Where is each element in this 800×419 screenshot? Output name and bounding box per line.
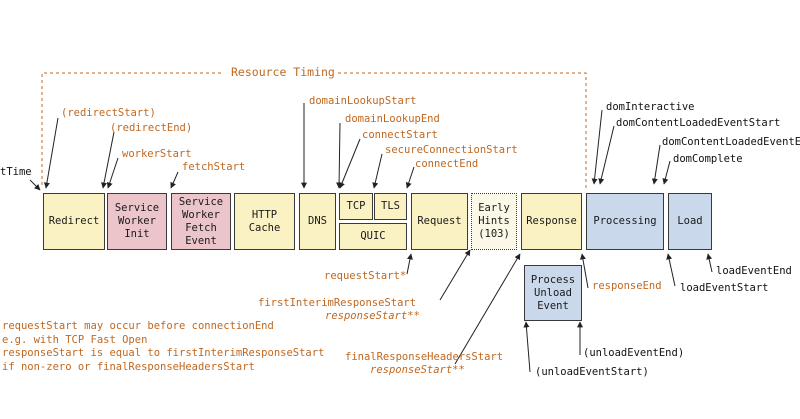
worker-start-arrow [106, 157, 119, 189]
footnote-line: requestStart may occur before connection… [2, 320, 274, 332]
tcp-box: TCP [339, 193, 373, 220]
fetch-start-arrow [170, 171, 179, 189]
load-event-start-arrow [666, 253, 676, 287]
processing-box: Processing [586, 193, 664, 250]
unload-event-start-arrow [523, 321, 531, 373]
redirect-end-label: (redirectEnd) [110, 122, 193, 134]
load-event-start-label: loadEventStart [680, 282, 769, 294]
dom-interactive-label: domInteractive [606, 101, 695, 113]
load-box: Load [668, 193, 712, 250]
dom-complete-arrow [662, 160, 671, 185]
domain-lookup-end-arrow [336, 122, 343, 189]
secure-connection-start-label: secureConnectionStart [385, 144, 518, 156]
response-start-label-b: responseStart** [370, 364, 465, 376]
request-start-label: requestStart* [324, 270, 407, 282]
connect-start-arrow [339, 138, 361, 189]
load-event-end-arrow [706, 253, 713, 273]
footnotes: requestStart may occur before connection… [2, 320, 324, 374]
http-cache-box: HTTP Cache [234, 193, 295, 250]
tls-box: TLS [374, 193, 407, 220]
load-event-end-label: loadEventEnd [716, 265, 792, 277]
start-time-arrow [29, 179, 41, 191]
redirect-start-label: (redirectStart) [61, 107, 156, 119]
resource-timing-title: Resource Timing [231, 65, 335, 79]
footnote-line: e.g. with TCP Fast Open [2, 333, 148, 346]
dom-complete-label: domComplete [673, 153, 743, 165]
request-box: Request [411, 193, 468, 250]
unload-event-start-label: (unloadEventStart) [535, 366, 649, 378]
response-start-label-a: responseStart** [325, 310, 420, 322]
dom-content-loaded-end-arrow [651, 144, 661, 185]
dom-content-loaded-start-arrow [598, 125, 615, 185]
unload-event-end-label: (unloadEventEnd) [583, 347, 685, 359]
top-arrows [29, 103, 671, 191]
final-response-headers-start-label: finalResponseHeadersStart [345, 351, 504, 363]
redirect-end-arrow [101, 131, 115, 189]
first-interim-response-arrow [439, 249, 471, 301]
redirect-box: Redirect [43, 193, 105, 250]
domain-lookup-end-label: domainLookupEnd [345, 113, 440, 125]
early-hints-box: Early Hints (103) [471, 193, 517, 250]
connect-start-label: connectStart [362, 129, 438, 141]
redirect-start-arrow [43, 117, 59, 189]
dom-interactive-arrow [591, 109, 603, 185]
connect-end-label: connectEnd [415, 158, 479, 170]
service-worker-fetch-event-box: Service Worker Fetch Event [171, 193, 231, 250]
request-start-arrow [406, 253, 413, 275]
quic-box: QUIC [339, 223, 407, 250]
service-worker-init-box: Service Worker Init [107, 193, 167, 250]
secure-connection-start-arrow [372, 153, 383, 189]
response-end-label: responseEnd [592, 280, 662, 292]
footnote-line: responseStart is equal to firstInterimRe… [2, 347, 325, 359]
response-box: Response [521, 193, 582, 250]
worker-start-label: workerStart [122, 148, 192, 160]
dom-content-loaded-event-end-label: domContentLoadedEventEnd [662, 136, 800, 148]
bottom-arrows [406, 249, 713, 373]
resource-timing-bracket [41, 72, 587, 188]
domain-lookup-start-label: domainLookupStart [309, 95, 417, 107]
fetch-start-label: fetchStart [182, 161, 246, 173]
footnote-line: if non-zero or finalResponseHeadersStart [2, 360, 255, 373]
response-end-arrow [579, 253, 589, 289]
first-interim-response-start-label: firstInterimResponseStart [258, 297, 417, 309]
connect-end-arrow [405, 166, 415, 189]
start-time-label: tTime [0, 166, 32, 178]
final-response-headers-arrow [454, 253, 521, 365]
dns-box: DNS [299, 193, 336, 250]
dom-content-loaded-event-start-label: domContentLoadedEventStart [616, 117, 781, 129]
process-unload-event-box: Process Unload Event [524, 265, 582, 321]
